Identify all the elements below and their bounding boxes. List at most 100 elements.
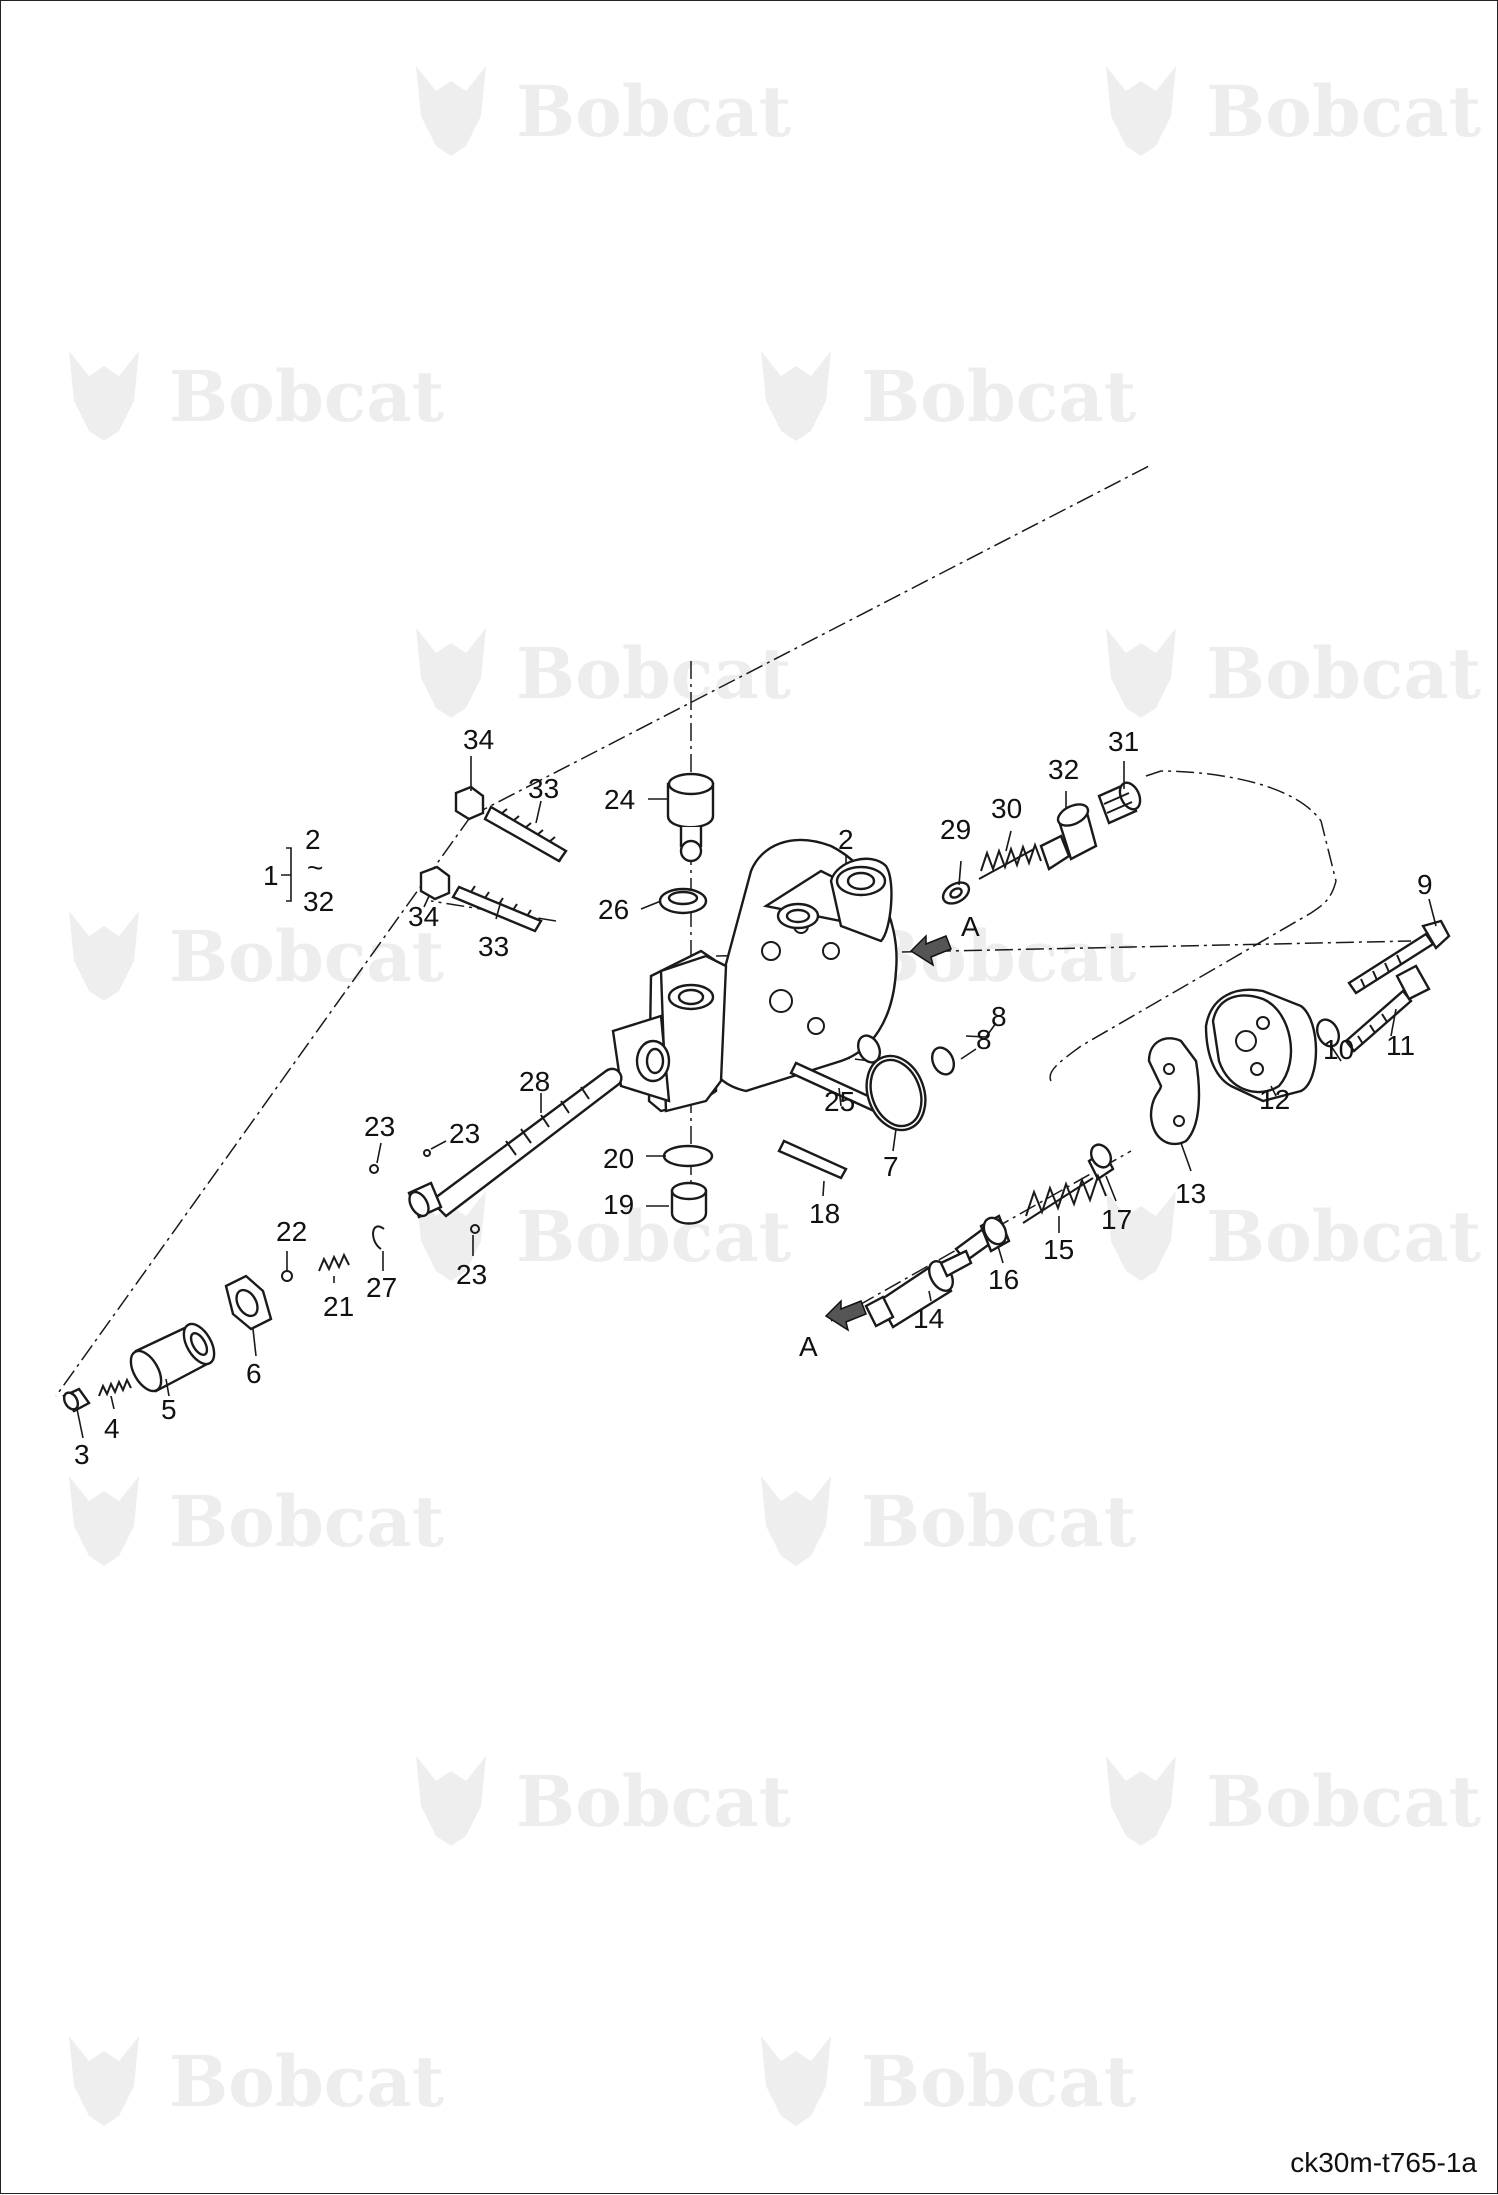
part-26-ring (658, 887, 708, 915)
leader-12 (1270, 1085, 1277, 1097)
part-27-snap-ring (372, 1225, 385, 1250)
watermark: Bobcat (69, 1476, 444, 1566)
part-10-washer (1315, 1018, 1341, 1048)
watermark: Bobcat (1106, 1191, 1481, 1281)
leader-7 (892, 1128, 897, 1152)
watermark-text: Bobcat (169, 2040, 444, 2123)
part-18-pin (777, 1139, 848, 1180)
watermark-text: Bobcat (1206, 632, 1481, 715)
phantom-line-assembly (1049, 770, 1337, 1082)
watermark-layer: Bobcat Bobcat Bobcat Bobcat Bobcat Bobca… (69, 66, 1481, 2126)
leader-10 (1330, 1045, 1342, 1062)
watermark: Bobcat (761, 1476, 1136, 1566)
callout-23-b: 23 (449, 1118, 480, 1149)
watermark-text: Bobcat (516, 632, 791, 715)
leader-26 (640, 900, 662, 910)
watermark: Bobcat (416, 66, 791, 156)
part-30-spring (978, 842, 1042, 880)
part-12-cover (1204, 988, 1318, 1103)
leader-13 (1180, 1142, 1192, 1172)
callout-17: 17 (1101, 1204, 1132, 1235)
part-17-seat (1087, 1143, 1115, 1181)
assembly-range-first: 2 (305, 824, 321, 855)
leader-29 (958, 860, 962, 886)
part-24-plug (666, 772, 715, 863)
bracket-assembly (281, 847, 292, 902)
watermark: Bobcat (1106, 66, 1481, 156)
watermark-text: Bobcat (169, 355, 444, 438)
watermark-text: Bobcat (861, 915, 1136, 998)
assembly-range-last: 32 (303, 886, 334, 917)
watermark-text: Bobcat (516, 1195, 791, 1278)
leader-23-b (430, 1140, 447, 1150)
callout-10: 10 (1323, 1034, 1354, 1065)
callout-26: 26 (598, 894, 629, 925)
drawing-code: ck30m-t765-1a (1290, 2147, 1477, 2178)
watermark: Bobcat (416, 1191, 791, 1281)
leader-33-upper (535, 800, 542, 824)
view-marker-lower: A (799, 1331, 818, 1362)
view-marker-upper: A (961, 911, 980, 942)
callout-8-a: 8 (991, 1001, 1007, 1032)
part-28-spool (407, 1067, 623, 1219)
callout-22: 22 (276, 1216, 307, 1247)
valve-body (611, 838, 898, 1113)
watermark-text: Bobcat (861, 2040, 1136, 2123)
leader-4 (110, 1395, 115, 1410)
callout-3: 3 (74, 1439, 90, 1470)
watermark: Bobcat (416, 1756, 791, 1846)
leader-25 (838, 1087, 842, 1107)
part-20-ring (662, 1144, 714, 1168)
watermark: Bobcat (69, 2036, 444, 2126)
callout-31: 31 (1108, 726, 1139, 757)
part-4-spring (98, 1377, 132, 1397)
leader-lines (76, 756, 1437, 1439)
part-11-bolt (1344, 964, 1431, 1053)
watermark-text: Bobcat (1206, 1760, 1481, 1843)
callout-28: 28 (519, 1066, 550, 1097)
arrow-view-a-lower (824, 1299, 867, 1332)
callout-4: 4 (104, 1413, 120, 1444)
watermark-text: Bobcat (169, 915, 444, 998)
leader-8-b (960, 1048, 977, 1060)
callout-6: 6 (246, 1358, 262, 1389)
callout-18: 18 (809, 1198, 840, 1229)
part-8-oring-b (930, 1046, 956, 1076)
leader-16 (997, 1245, 1004, 1264)
watermark-text: Bobcat (861, 355, 1136, 438)
callout-15: 15 (1043, 1234, 1074, 1265)
leader-18 (822, 1180, 825, 1197)
leader-34-lower (423, 895, 430, 908)
part-16-poppet (954, 1214, 1011, 1263)
callout-20: 20 (603, 1143, 634, 1174)
leader-5 (165, 1378, 170, 1397)
callout-5: 5 (161, 1394, 177, 1425)
leader-3 (76, 1408, 84, 1439)
leader-17 (1105, 1175, 1117, 1202)
callout-1: 1 (263, 860, 279, 891)
callout-24: 24 (604, 784, 635, 815)
callout-8-b: 8 (976, 1024, 992, 1055)
centerline-right (715, 940, 1412, 957)
part-31-plug (1097, 781, 1142, 825)
watermark: Bobcat (761, 351, 1136, 441)
watermark-text: Bobcat (516, 70, 791, 153)
callout-32: 32 (1048, 754, 1079, 785)
callout-33-upper: 33 (528, 773, 559, 804)
callout-27: 27 (366, 1272, 397, 1303)
part-23-balls (369, 1149, 480, 1234)
leader-23-a (376, 1142, 382, 1164)
part-6-plate (224, 1274, 273, 1331)
part-34-nut-upper (454, 785, 485, 821)
centerline-main-axis (470, 465, 1150, 817)
part-7-oring (865, 1054, 927, 1132)
callout-16: 16 (988, 1264, 1019, 1295)
watermark-text: Bobcat (516, 1760, 791, 1843)
part-22-ball (281, 1270, 293, 1282)
leader-33-lower (495, 900, 502, 920)
part-15-spring (1022, 1173, 1107, 1224)
leader-6 (252, 1328, 257, 1357)
watermark: Bobcat (69, 911, 444, 1001)
callout-14: 14 (913, 1303, 944, 1334)
